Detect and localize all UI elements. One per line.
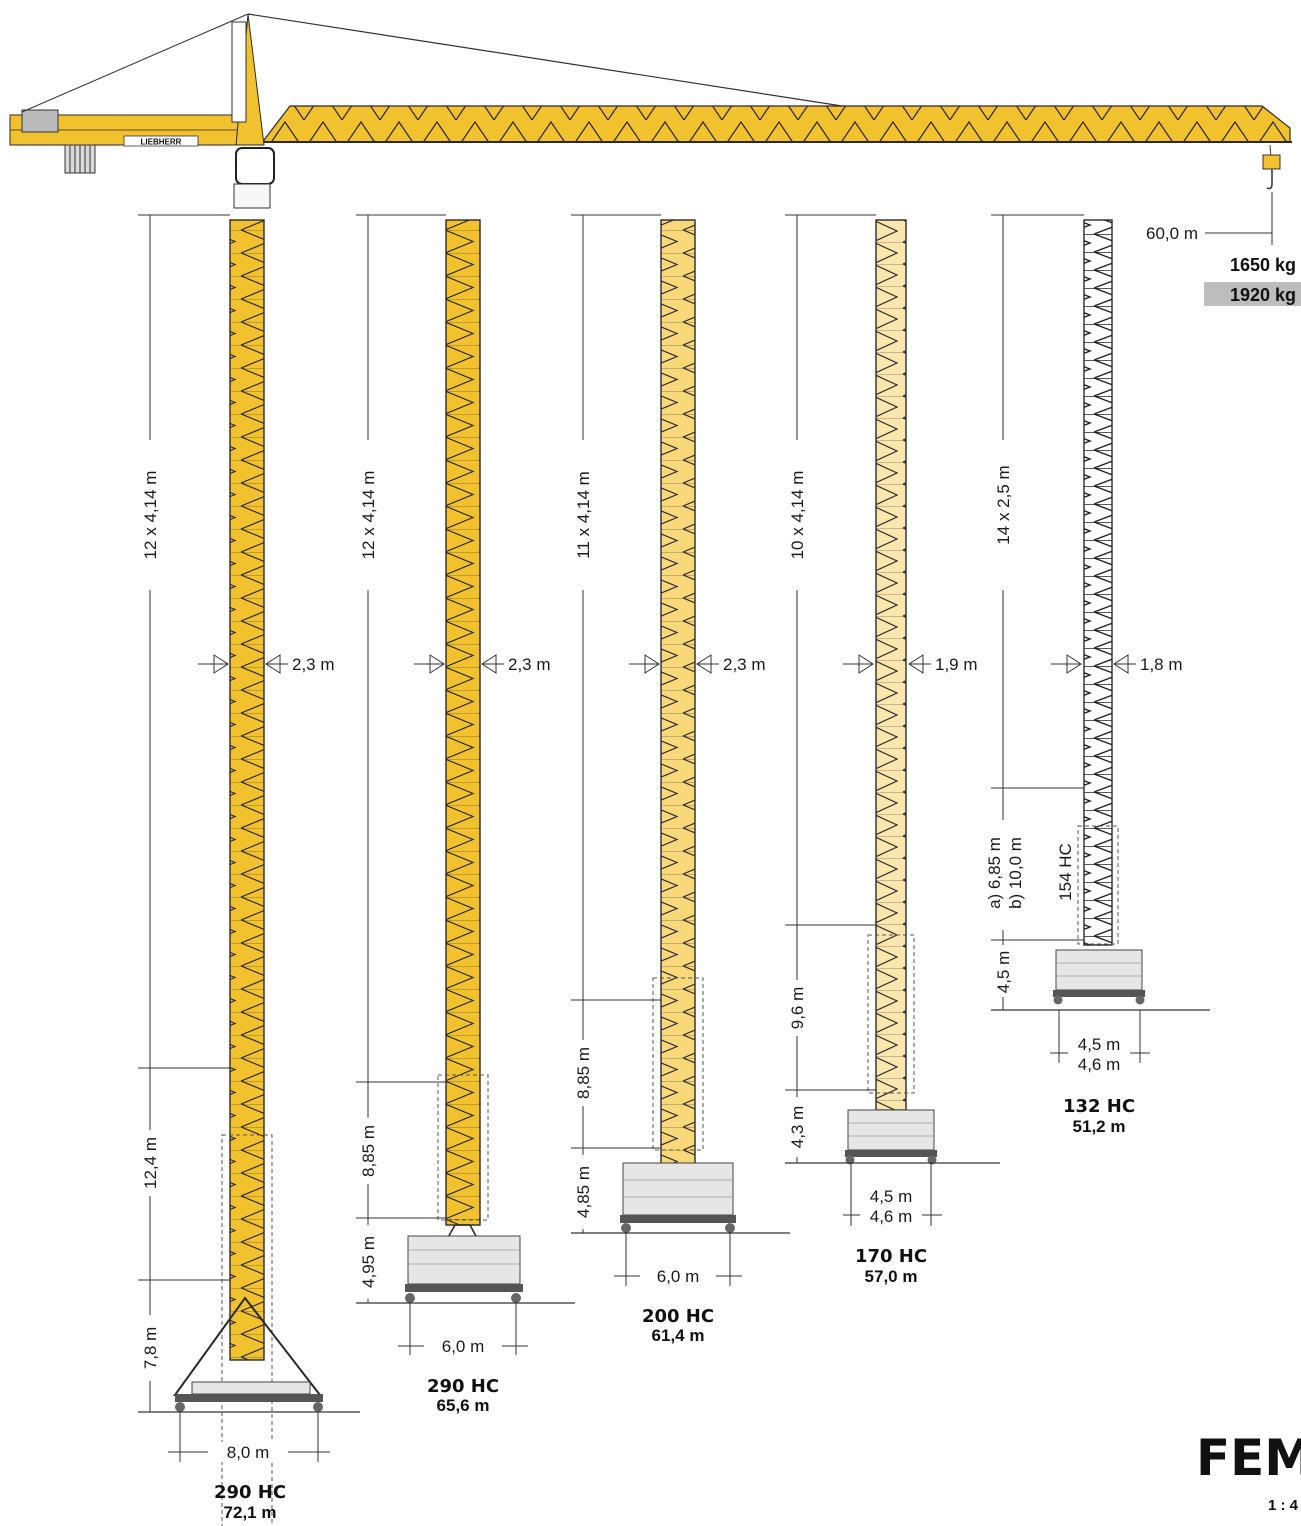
tower-name: 170 HC	[855, 1246, 927, 1267]
upper-sections-label: 12 x 4,14 m	[141, 471, 160, 560]
middle-section-label: 8,85 m	[359, 1125, 378, 1177]
mast-width-label: 2,3 m	[292, 655, 335, 674]
base-width-label: 6,0 m	[657, 1267, 700, 1286]
base-ballast	[847, 1109, 935, 1151]
fem-logo: FEM	[1196, 1429, 1301, 1487]
hook-block	[1262, 154, 1281, 170]
tower-name: 200 HC	[642, 1306, 714, 1327]
winch	[21, 109, 59, 133]
scale-label: 1 : 4	[1268, 1497, 1299, 1514]
climbing-sleeve	[221, 1134, 273, 1526]
base-width-a-label: 4,5 m	[1078, 1035, 1121, 1054]
crane-top: LIEBHERR	[9, 13, 1292, 209]
head-panels	[231, 21, 247, 123]
mast-width-label: 1,9 m	[935, 655, 978, 674]
base-section-label: 4,95 m	[359, 1236, 378, 1288]
climbing-sleeve	[652, 977, 704, 1151]
base-ballast	[191, 1381, 311, 1395]
tower-name: 132 HC	[1063, 1096, 1135, 1117]
base-width-label: 8,0 m	[227, 1443, 270, 1462]
brand-label: LIEBHERR	[141, 138, 182, 147]
base-width-label: 6,0 m	[442, 1337, 485, 1356]
main-jib	[263, 105, 1291, 143]
slewing-unit	[233, 183, 271, 209]
middle-section-label: 8,85 m	[574, 1047, 593, 1099]
base-width-b-label: 4,6 m	[1078, 1055, 1121, 1074]
climbing-sleeve	[867, 934, 915, 1094]
radius-annotation: 60,0 m 1650 kg 1920 kg	[1146, 192, 1301, 306]
base-width-a-label: 4,5 m	[870, 1187, 913, 1206]
tower-2: 12 x 4,14 m 8,85 m 4,95 m 2,3 m 6,0 m 29…	[356, 214, 575, 1415]
tower-height: 65,6 m	[437, 1396, 490, 1415]
base-section-label: 4,85 m	[574, 1166, 593, 1218]
mast-width-label: 1,8 m	[1140, 655, 1183, 674]
tower-3: 11 x 4,14 m 8,85 m 4,85 m 2,3 m 6,0 m 20…	[571, 214, 790, 1345]
mast	[229, 219, 265, 1361]
load-a: 1650 kg	[1230, 255, 1296, 275]
base-ballast	[622, 1162, 734, 1216]
adapter-label: 154 HC	[1056, 843, 1075, 901]
brand-plate	[123, 135, 199, 147]
tower-name: 290 HC	[214, 1482, 286, 1503]
upper-sections-label: 12 x 4,14 m	[359, 471, 378, 560]
base-section-label: 4,5 m	[994, 951, 1013, 994]
base-ballast	[1055, 949, 1143, 991]
mast	[660, 219, 696, 1166]
base-ballast	[407, 1235, 521, 1285]
load-b: 1920 kg	[1230, 285, 1296, 305]
middle-section-label: 12,4 m	[141, 1137, 160, 1189]
climbing-sleeve	[437, 1074, 489, 1221]
hook	[1266, 170, 1273, 190]
mast	[1083, 219, 1113, 946]
upper-sections-label: 14 x 2,5 m	[994, 465, 1013, 544]
middle-section-b-label: b) 10,0 m	[1006, 837, 1025, 909]
tower-5: 14 x 2,5 m a) 6,85 m b) 10,0 m 154 HC 4,…	[980, 214, 1210, 1136]
footer: FEM 1 : 4	[1196, 1429, 1301, 1514]
tower-height: 61,4 m	[652, 1326, 705, 1345]
mast	[875, 219, 907, 1111]
base-section-label: 4,3 m	[788, 1106, 807, 1149]
tower-4: 10 x 4,14 m 9,6 m 4,3 m 1,9 m 4,5 m 4,6 …	[785, 214, 1000, 1286]
tower-name: 290 HC	[427, 1376, 499, 1397]
upper-sections-label: 10 x 4,14 m	[788, 471, 807, 560]
radius-label: 60,0 m	[1146, 224, 1198, 243]
tower-height: 51,2 m	[1073, 1117, 1126, 1136]
upper-sections-label: 11 x 4,14 m	[574, 471, 593, 559]
middle-section-a-label: a) 6,85 m	[985, 837, 1004, 909]
middle-section-label: 9,6 m	[788, 987, 807, 1030]
base-section-label: 7,8 m	[141, 1327, 160, 1370]
mast-width-label: 2,3 m	[723, 655, 766, 674]
base-width-b-label: 4,6 m	[870, 1207, 913, 1226]
load-b-highlight	[1204, 282, 1301, 306]
tower-height: 57,0 m	[865, 1267, 918, 1286]
operator-cab	[235, 147, 275, 185]
tower-height: 72,1 m	[224, 1503, 277, 1522]
adapter-section	[1077, 825, 1119, 945]
tower-1: 12 x 4,14 m 12,4 m 7,8 m 2,3 m 8,0 m 290…	[138, 214, 360, 1526]
mast	[445, 219, 481, 1226]
mast-width-label: 2,3 m	[508, 655, 551, 674]
